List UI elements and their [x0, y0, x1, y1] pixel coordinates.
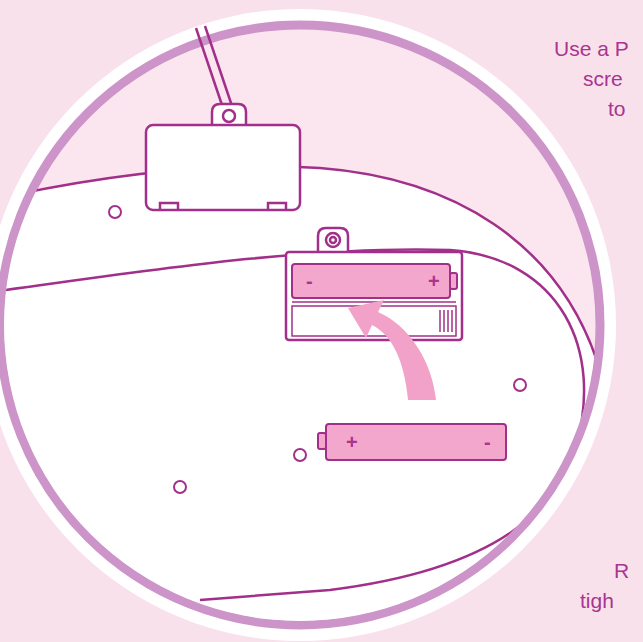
- instruction-text: scre: [583, 68, 623, 89]
- screwdriver: [196, 26, 232, 108]
- polarity-sign: -: [484, 432, 491, 452]
- instruction-text: R: [614, 560, 629, 581]
- instruction-text: to: [608, 98, 626, 119]
- polarity-sign: +: [346, 432, 358, 452]
- battery-cover: [146, 104, 300, 210]
- polarity-sign: +: [428, 271, 440, 291]
- screw-holes: [109, 206, 526, 493]
- battery-loose: [318, 424, 506, 460]
- polarity-sign: -: [306, 271, 313, 291]
- instruction-text: tigh: [580, 590, 614, 611]
- insert-arrow: [348, 300, 436, 400]
- instruction-text: Use a P: [554, 38, 629, 59]
- battery-installed: [292, 264, 457, 298]
- device-body: [0, 166, 608, 642]
